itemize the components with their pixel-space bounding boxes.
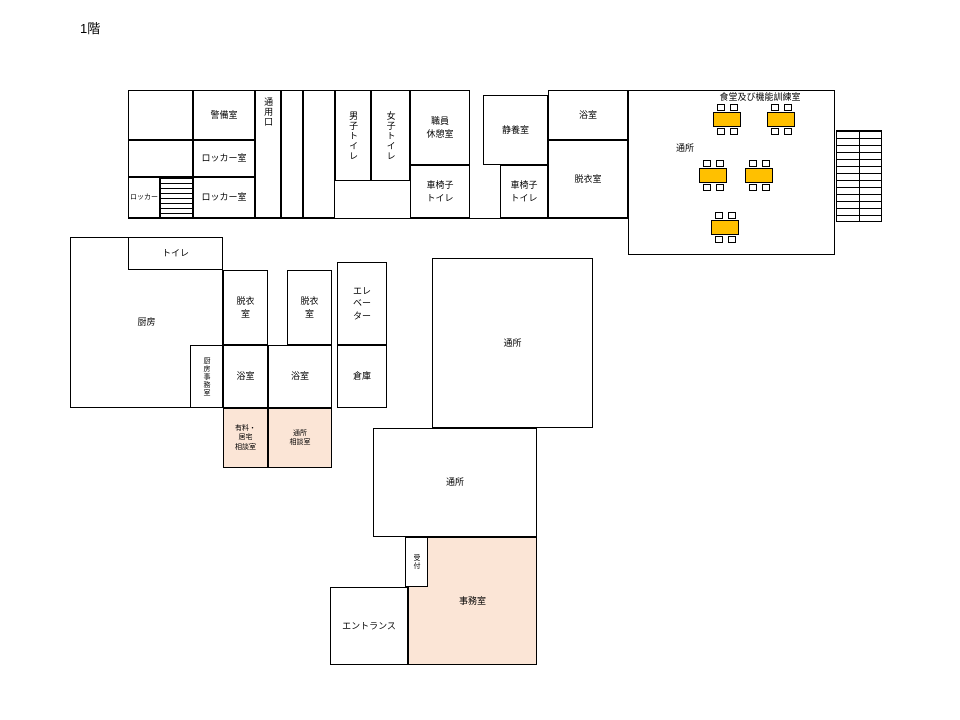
chair-icon (784, 128, 792, 135)
room-security: 警備室 (193, 90, 255, 140)
chair-icon (762, 184, 770, 191)
room-locker-1: ロッカー室 (193, 140, 255, 177)
room-dressing-top: 脱衣室 (548, 140, 628, 218)
chair-icon (749, 184, 757, 191)
chair-icon (715, 236, 723, 243)
room-bathroom-1: 浴室 (223, 345, 268, 408)
room-service-entrance: 通用口 (255, 90, 281, 218)
stairs-left-icon (160, 177, 193, 218)
room-toilet: トイレ (128, 237, 223, 270)
room-elevator: エレ ベー ター (337, 262, 387, 345)
wall-line (128, 218, 628, 219)
chair-icon (728, 236, 736, 243)
stairs-divider (859, 131, 860, 221)
dining-table-set (699, 160, 727, 191)
service-entrance-label: 通用口 (263, 97, 274, 127)
chair-icon (703, 160, 711, 167)
table-icon (699, 168, 727, 183)
dining-table-set (745, 160, 773, 191)
dining-training-label: 食堂及び機能訓練室 (719, 92, 801, 102)
room-wheelchair-toilet-2: 車椅子 トイレ (500, 165, 548, 218)
room-bathroom-top: 浴室 (548, 90, 628, 140)
room-bathroom-2: 浴室 (268, 345, 332, 408)
day-care-dining-label: 通所 (675, 143, 694, 153)
mens-toilet-label: 男子トイレ (348, 110, 359, 161)
floor-title: 1階 (80, 21, 101, 36)
kitchen-office-label: 厨房事務室 (203, 356, 211, 397)
chair-icon (728, 212, 736, 219)
room-dressing-2: 脱衣 室 (287, 270, 332, 345)
chair-icon (771, 104, 779, 111)
room-kitchen-office: 厨房事務室 (190, 345, 223, 408)
room-unlabeled-2 (281, 90, 303, 218)
chair-icon (730, 128, 738, 135)
table-icon (745, 168, 773, 183)
room-day-care-main: 通所 (432, 258, 593, 428)
chair-icon (717, 128, 725, 135)
room-dressing-1: 脱衣 室 (223, 270, 268, 345)
chair-icon (730, 104, 738, 111)
room-unlabeled-1 (128, 90, 193, 140)
room-staff-lounge: 職員 休憩室 (410, 90, 470, 165)
room-womens-toilet: 女子トイレ (371, 90, 410, 181)
reception-label: 受付 (413, 554, 421, 570)
room-unlabeled-4 (128, 140, 193, 177)
womens-toilet-label: 女子トイレ (385, 110, 396, 161)
dining-table-set (711, 212, 739, 243)
room-storage: 倉庫 (337, 345, 387, 408)
chair-icon (762, 160, 770, 167)
room-quiet-room: 静養室 (483, 95, 548, 165)
chair-icon (716, 184, 724, 191)
room-entrance: エントランス (330, 587, 408, 665)
chair-icon (749, 160, 757, 167)
room-day-care-lower: 通所 (373, 428, 537, 537)
room-locker-2: ロッカー室 (193, 177, 255, 218)
room-consultation-paid: 有料・ 居宅 相談室 (223, 408, 268, 468)
table-icon (713, 112, 741, 127)
room-office: 事務室 (408, 537, 537, 665)
room-reception: 受付 (405, 537, 428, 587)
stairs-right-icon (836, 130, 882, 222)
chair-icon (715, 212, 723, 219)
chair-icon (717, 104, 725, 111)
chair-icon (771, 128, 779, 135)
dining-table-set (767, 104, 795, 135)
table-icon (711, 220, 739, 235)
table-icon (767, 112, 795, 127)
chair-icon (716, 160, 724, 167)
room-consultation-daycare: 通所 相談室 (268, 408, 332, 468)
chair-icon (703, 184, 711, 191)
room-mens-toilet: 男子トイレ (335, 90, 371, 181)
room-wheelchair-toilet-1: 車椅子 トイレ (410, 165, 470, 218)
dining-table-set (713, 104, 741, 135)
room-unlabeled-3 (303, 90, 335, 218)
room-locker-small: ロッカー (128, 177, 160, 218)
chair-icon (784, 104, 792, 111)
